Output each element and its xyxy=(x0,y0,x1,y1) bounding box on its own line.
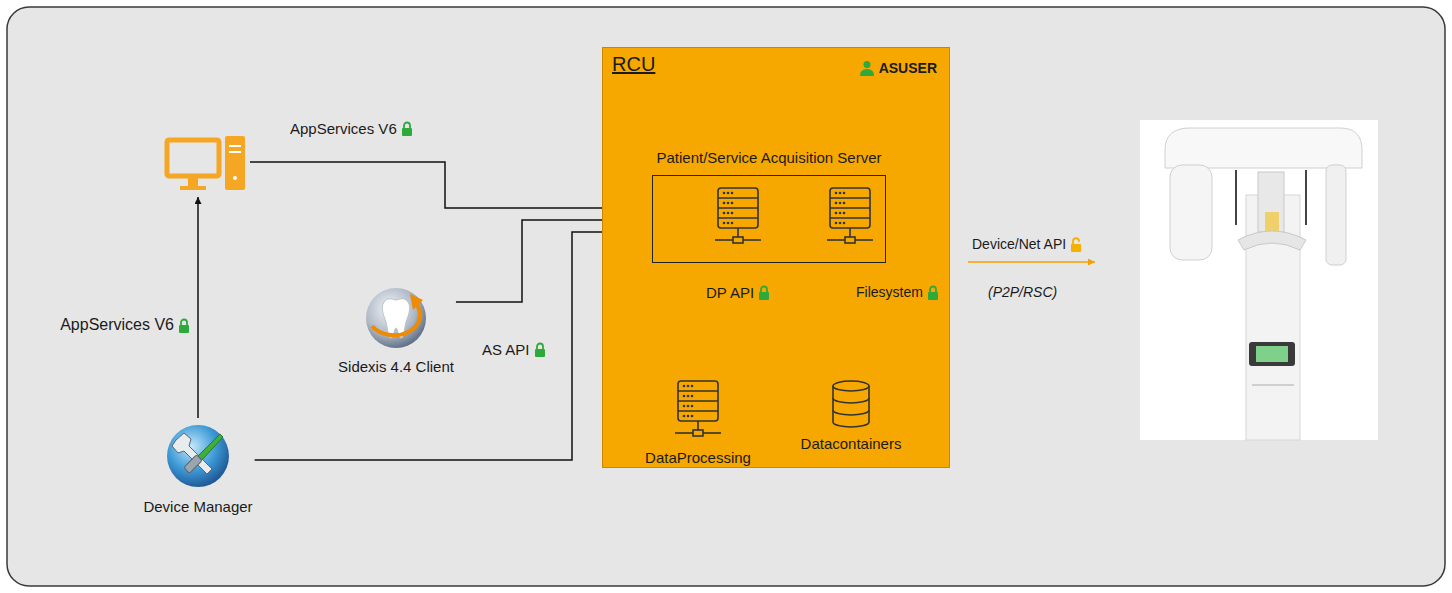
app-icon xyxy=(162,420,234,492)
server-icon xyxy=(713,186,763,250)
edge-label: DP API xyxy=(706,284,770,301)
datacontainer-node: Datacontainers xyxy=(801,379,902,452)
edge-label: Filesystem xyxy=(856,284,939,300)
lock-icon xyxy=(534,342,546,357)
lock-icon xyxy=(758,285,770,300)
node-label: Datacontainers xyxy=(801,435,902,452)
free-label: AppServices V6 xyxy=(290,120,413,137)
app-icon xyxy=(360,280,432,352)
unit-title: RCU xyxy=(612,53,655,76)
connector-arrow xyxy=(255,232,652,460)
edge-label-text: DP API xyxy=(706,284,754,301)
node-label: Sidexis 4.4 Client xyxy=(338,358,454,375)
user-name: ASUSER xyxy=(879,60,937,76)
client-app-node: Sidexis 4.4 Client xyxy=(338,280,454,375)
pc-wire xyxy=(250,162,651,208)
server-icon xyxy=(825,186,875,250)
xray-device-picture xyxy=(1140,120,1378,440)
protocol-label: (P2P/RSC) xyxy=(988,284,1057,300)
user-row: ASUSER xyxy=(859,60,937,76)
device-net-arrow xyxy=(968,261,1095,263)
devicemanager-pc-wire xyxy=(197,197,199,418)
pc-icon xyxy=(167,136,245,190)
edge-label-text: AS API xyxy=(482,341,530,358)
node-label: Device Manager xyxy=(143,498,252,515)
free-label: Device/Net API xyxy=(972,236,1082,252)
app-icon xyxy=(829,379,873,429)
edge-label-text: Filesystem xyxy=(856,284,923,300)
dataprocessing-node: DataProcessing xyxy=(645,379,751,466)
free-label: (P2P/RSC) xyxy=(988,284,1057,300)
protocol-label: Device/Net API xyxy=(972,236,1066,252)
lock-icon xyxy=(1070,237,1082,252)
lock-icon xyxy=(178,318,190,333)
protocol-label: AppServices V6 xyxy=(290,120,397,137)
server-unit-box: RCU ASUSER Patient/Service Acquisition Ser… xyxy=(602,47,950,468)
user-icon xyxy=(859,60,875,76)
app-icon xyxy=(673,379,723,443)
lock-icon xyxy=(927,285,939,300)
node-label: DataProcessing xyxy=(645,449,751,466)
server-heading: Patient/Service Acquisition Server xyxy=(656,149,881,166)
server-group-box: Patient/Service Acquisition Server xyxy=(652,175,886,263)
lock-icon xyxy=(401,121,413,136)
edge-label: AS API xyxy=(482,341,546,358)
tool-app-node: Device Manager xyxy=(143,420,252,515)
free-label: AppServices V6 xyxy=(60,316,190,334)
protocol-label: AppServices V6 xyxy=(60,316,174,334)
